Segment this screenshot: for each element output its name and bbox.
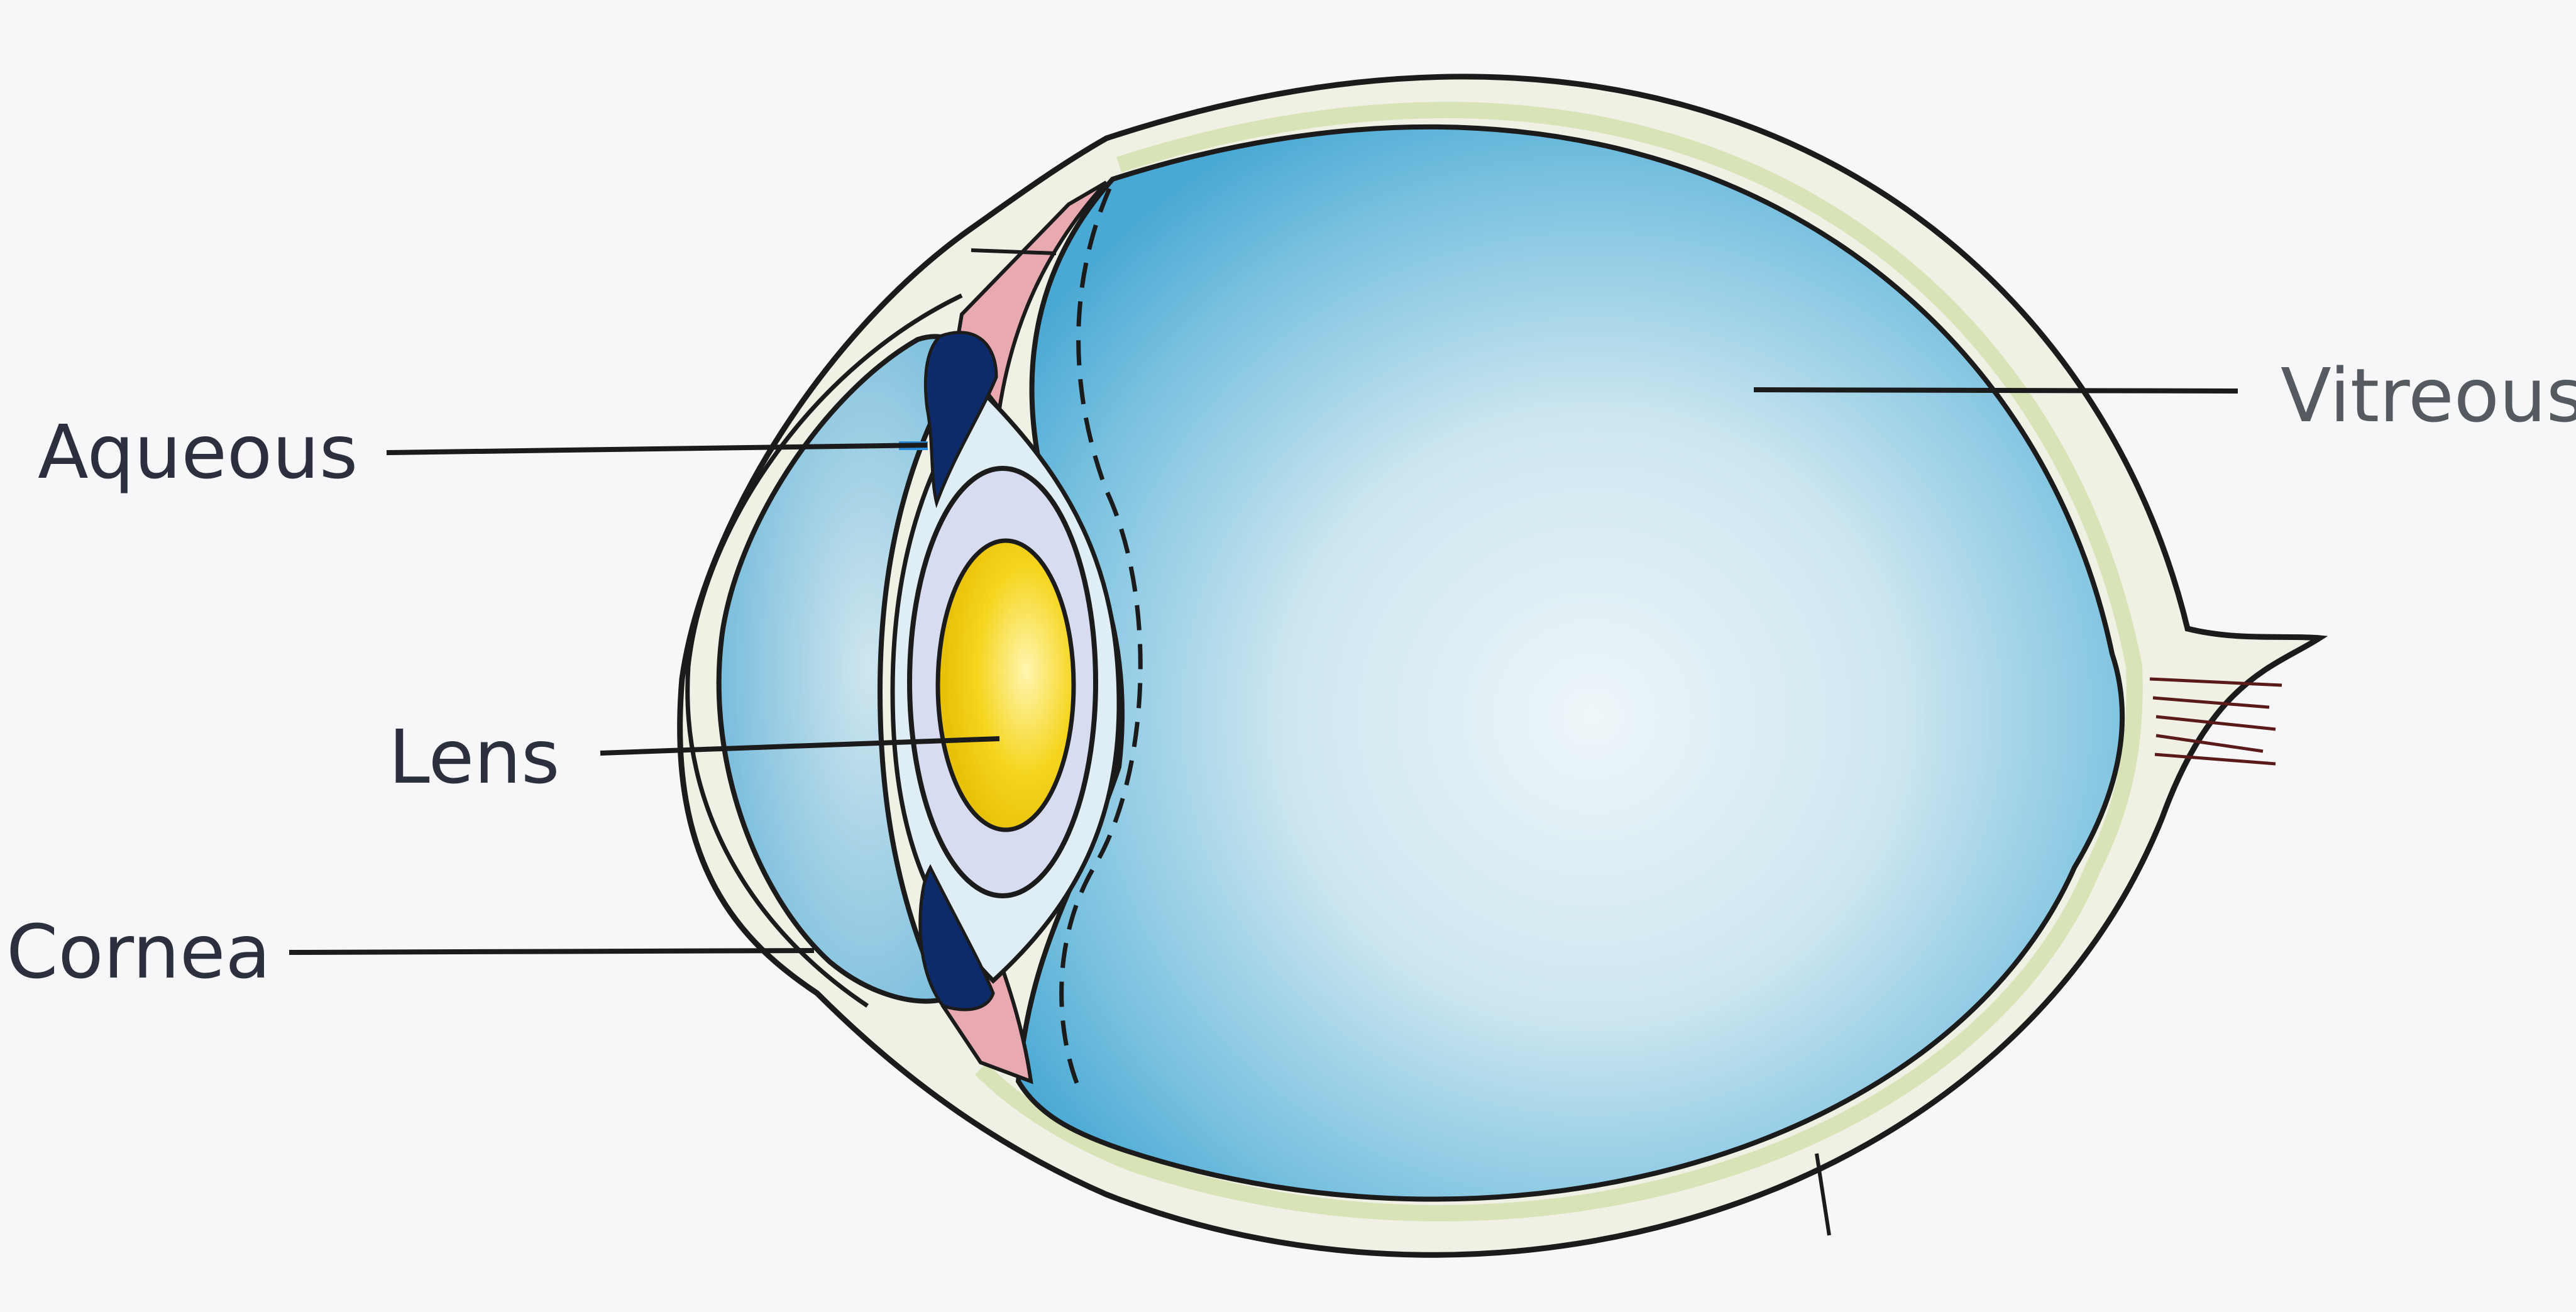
vitreous-leader-line (1754, 390, 2238, 391)
lens-label: Lens (388, 720, 560, 794)
aqueous-label: Aqueous (38, 415, 358, 489)
cornea-label: Cornea (6, 915, 271, 989)
cornea-leader-line (289, 951, 814, 952)
lens-nucleus (938, 541, 1074, 830)
vitreous-label: Vitreous (2281, 358, 2576, 433)
